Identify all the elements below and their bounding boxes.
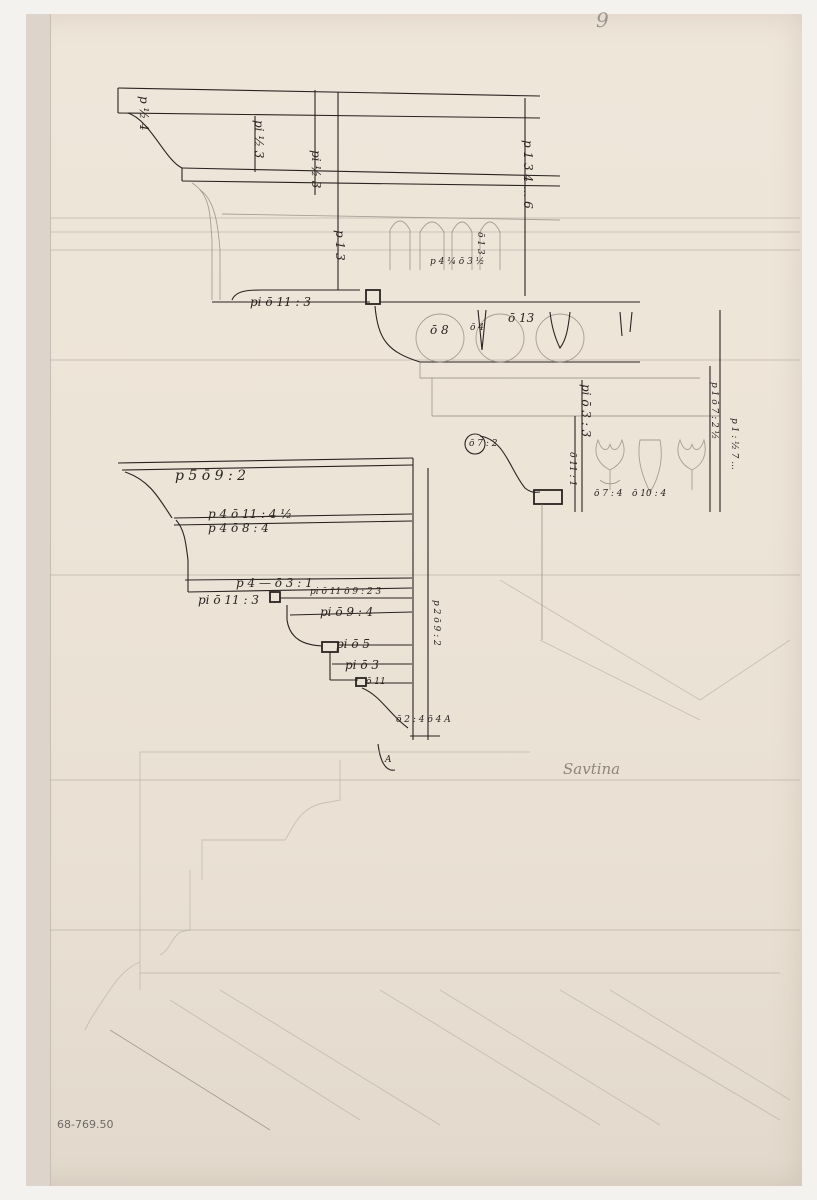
reference-marker: A [385, 755, 392, 765]
dimension-label: p ½ 4 [137, 96, 151, 131]
dimension-label: p 4 ō 11 : 4 ½ [208, 507, 293, 521]
dimension-label: ō 7 : 4 [594, 489, 623, 499]
dimension-label: ō 4 [470, 323, 485, 333]
dimension-label: pi ō 5 [336, 637, 371, 651]
dimension-label: ō 7 : 2 [469, 439, 498, 449]
dimension-label: pi ½ 3 [309, 150, 323, 189]
dimension-label: pi ō 11 ō 9 : 2 3 [310, 587, 382, 597]
dimension-label: pi ½ 3 [252, 120, 266, 159]
dimension-label: p 2 ō 9 : 2 [431, 600, 441, 646]
dimension-label: pi ō 3 [345, 658, 380, 672]
dimension-label: ō 1 3 [475, 232, 485, 255]
dimension-label: ō 2 : 4 ō 4 A [396, 715, 451, 725]
inventory-number: 68-769.50 [57, 1118, 114, 1131]
dimension-label: p 5 ō 9 : 2 [175, 468, 247, 484]
ruled-lines [50, 217, 800, 931]
dimension-label: ō 13 [508, 311, 535, 325]
dimension-label: ō 11 : 1 [567, 452, 577, 487]
lower-cornice-profile [117, 457, 440, 771]
faint-pencil-cornice [84, 579, 791, 1131]
dimension-label: pi ō 11 : 3 [198, 593, 259, 607]
page-number-mark: 9 [596, 8, 609, 32]
dimension-label: pi ō 9 : 4 [320, 605, 374, 619]
dimension-label: ō 8 [430, 323, 449, 337]
dimension-label: ō 10 : 4 [632, 489, 667, 499]
dimension-label: p 1 3 [333, 230, 347, 261]
caption-text: Savtina [563, 760, 621, 778]
anthemion-ornament [595, 438, 706, 493]
dimension-label: pi ō 11 : 3 [250, 295, 311, 309]
dimension-label: p 4 ō 8 : 4 [208, 521, 269, 535]
dimension-label: p 1 : ½ 7 ... [729, 418, 739, 470]
dimension-label: p 4 — ō 3 : 1 [236, 576, 313, 590]
capital-detail [464, 380, 706, 640]
dimension-label: pi ō 3 : 3 [579, 384, 593, 438]
paper-sheet [26, 14, 802, 1186]
upper-cornice-profile [117, 87, 721, 512]
dimension-label: ō 11 [366, 677, 386, 687]
dimension-label: p 1 3 4 ... 6 [521, 140, 535, 209]
mount-strip [26, 14, 51, 1186]
dimension-label: p 4 ¼ ō 3 ½ [430, 257, 485, 267]
dimension-label: p 1 ō 7 : 2 ½ [709, 382, 719, 440]
